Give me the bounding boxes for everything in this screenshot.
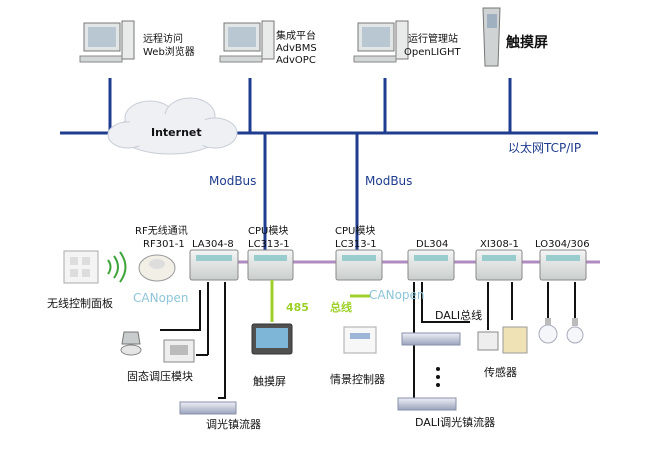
ethernet-label: 以太网TCP/IP (508, 141, 582, 155)
remote-computer-icon (79, 20, 135, 63)
modbus-right-label: ModBus (365, 174, 413, 188)
bus-zong-label: 总线 (330, 301, 352, 314)
rf-label: RF无线通讯 (135, 226, 188, 237)
cpu-left-model: LC313-1 (248, 239, 290, 250)
ballast-icon (179, 401, 237, 415)
lo304-label: LO304/306 (535, 239, 590, 250)
openlight-label: OpenLIGHT (404, 47, 461, 58)
touch-bottom-label: 触摸屏 (253, 375, 286, 388)
web-browser-label: Web浏览器 (143, 47, 195, 58)
dl304-module-icon (407, 249, 455, 281)
station-label: 运行管理站 (408, 34, 458, 45)
downlight-icon (120, 331, 142, 356)
canopen-left-label: CANopen (133, 291, 189, 305)
dl304-label: DL304 (416, 239, 449, 250)
xi308-label: XI308-1 (480, 239, 519, 250)
wireless-panel-label: 无线控制面板 (47, 297, 113, 310)
internet-label: Internet (151, 126, 202, 139)
wireless-signal-icon (107, 251, 127, 283)
dali-ballast-top-icon (401, 332, 461, 346)
dali-bus-label: DALI总线 (435, 309, 483, 322)
rf-receiver-icon (138, 254, 176, 282)
advopc-label: AdvOPC (276, 55, 316, 66)
xi308-module-icon (475, 249, 523, 281)
modbus-left-label: ModBus (209, 174, 257, 188)
wireless-panel-icon (63, 250, 99, 284)
lo304-module-icon (539, 249, 587, 281)
ballast-label: 调光镇流器 (206, 418, 261, 431)
cpu-right-title: CPU模块 (335, 226, 376, 237)
cpu-right-module-icon (335, 249, 383, 281)
canopen-right-label: CANopen (369, 288, 425, 302)
bulb-icon (538, 318, 584, 344)
solid-state-label: 固态调压模块 (127, 370, 193, 383)
cpu-right-model: LC313-1 (335, 239, 377, 250)
la304-module-icon (189, 249, 239, 281)
cpu-left-module-icon (247, 249, 294, 281)
scene-controller-label: 情景控制器 (330, 373, 385, 386)
platform-computer-icon (219, 20, 275, 63)
scene-controller-icon (343, 326, 377, 354)
touch-kiosk-icon (482, 7, 501, 67)
advbms-label: AdvBMS (276, 43, 317, 54)
dali-dots-icon (436, 367, 440, 387)
solid-state-module-icon (163, 339, 195, 363)
internet-cloud (107, 97, 238, 155)
platform-label: 集成平台 (276, 31, 316, 42)
sensor-label: 传感器 (484, 366, 517, 379)
sensor-icon (477, 326, 528, 354)
device-wiring (160, 282, 576, 410)
cpu-left-title: CPU模块 (248, 226, 289, 237)
touch-screen-top-label: 触摸屏 (506, 35, 548, 51)
la304-label: LA304-8 (192, 239, 234, 250)
touch-panel-icon (251, 323, 293, 355)
dali-ballast-label: DALI调光镇流器 (415, 416, 496, 429)
remote-access-label: 远程访问 (143, 34, 183, 45)
dali-ballast-bottom-icon (397, 397, 457, 411)
bus-485-label: 485 (286, 301, 309, 314)
rf301-label: RF301-1 (143, 239, 185, 250)
station-computer-icon (353, 20, 409, 63)
